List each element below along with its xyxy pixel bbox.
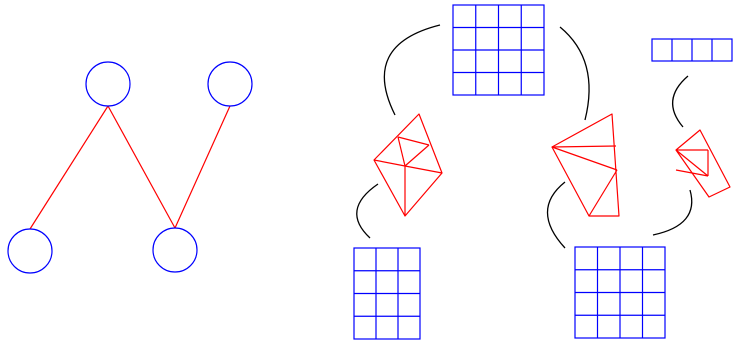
- mesh-edge: [404, 144, 430, 167]
- mesh-right: [675, 129, 731, 198]
- connector-arc: [356, 183, 379, 239]
- mesh-outline: [551, 113, 620, 217]
- mesh-middle: [551, 113, 620, 217]
- mesh-edge: [588, 169, 618, 217]
- graph-node: [207, 61, 253, 107]
- mesh-edge: [397, 136, 406, 167]
- mesh-outline: [373, 113, 443, 217]
- graph-edges: [29, 105, 231, 230]
- mesh-edge: [675, 149, 709, 177]
- connector-arc: [671, 75, 689, 128]
- right-structure: [353, 4, 733, 340]
- graph-node: [85, 61, 131, 107]
- connector-arc: [383, 24, 441, 116]
- mesh-edge: [397, 136, 430, 146]
- connector-arc: [559, 26, 590, 121]
- graph-edge: [29, 105, 109, 230]
- connector-arc: [652, 189, 693, 236]
- graph-node: [152, 227, 198, 273]
- grid-top-right-strip: [651, 38, 733, 62]
- graph-node: [7, 228, 53, 274]
- grid-bottom-right: [574, 246, 666, 339]
- connectors: [356, 24, 693, 249]
- mesh-edge: [373, 159, 406, 167]
- left-graph: [7, 61, 253, 274]
- mesh-left: [373, 113, 443, 217]
- graph-edge: [174, 105, 231, 229]
- graph-nodes: [7, 61, 253, 274]
- mesh-edge: [675, 169, 709, 177]
- connector-arc: [546, 181, 566, 249]
- grid-top: [452, 4, 545, 96]
- grid-bottom-left: [353, 247, 421, 340]
- graph-edge: [107, 105, 176, 229]
- mesh-outline: [675, 129, 731, 198]
- mesh-edge: [551, 146, 618, 171]
- mesh-edge: [404, 165, 443, 174]
- mesh-edge: [551, 145, 617, 148]
